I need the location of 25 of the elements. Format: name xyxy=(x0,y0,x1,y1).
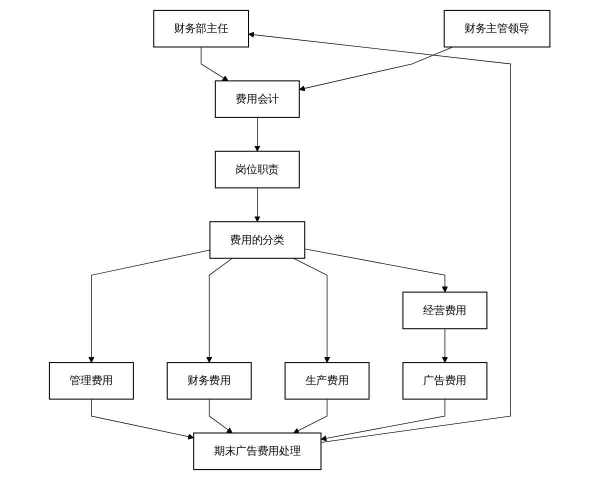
arrow xyxy=(294,258,330,363)
node-box: 经营费用 xyxy=(402,292,488,330)
arrow xyxy=(304,248,448,292)
node-box: 费用会计 xyxy=(215,80,300,118)
node-box: 财务主管领导 xyxy=(444,10,551,48)
node-box: 财务费用 xyxy=(167,362,252,400)
arrow xyxy=(254,188,261,222)
arrow xyxy=(294,398,328,434)
arrow xyxy=(254,117,261,152)
arrow xyxy=(201,46,229,82)
node-box: 期末广告费用处理 xyxy=(194,432,322,470)
arrow xyxy=(442,328,448,363)
node-box: 财务部主任 xyxy=(154,10,250,48)
arrow xyxy=(248,32,512,443)
arrow xyxy=(88,250,211,363)
node-box: 广告费用 xyxy=(402,362,488,400)
node-box: 管理费用 xyxy=(49,362,134,400)
arrow xyxy=(209,398,233,434)
arrow xyxy=(321,398,446,442)
arrow xyxy=(206,258,234,363)
node-box: 岗位职责 xyxy=(215,150,300,188)
arrow xyxy=(299,46,454,92)
node-box: 生产费用 xyxy=(284,362,370,400)
arrow xyxy=(91,398,194,440)
node-box: 费用的分类 xyxy=(210,221,306,259)
